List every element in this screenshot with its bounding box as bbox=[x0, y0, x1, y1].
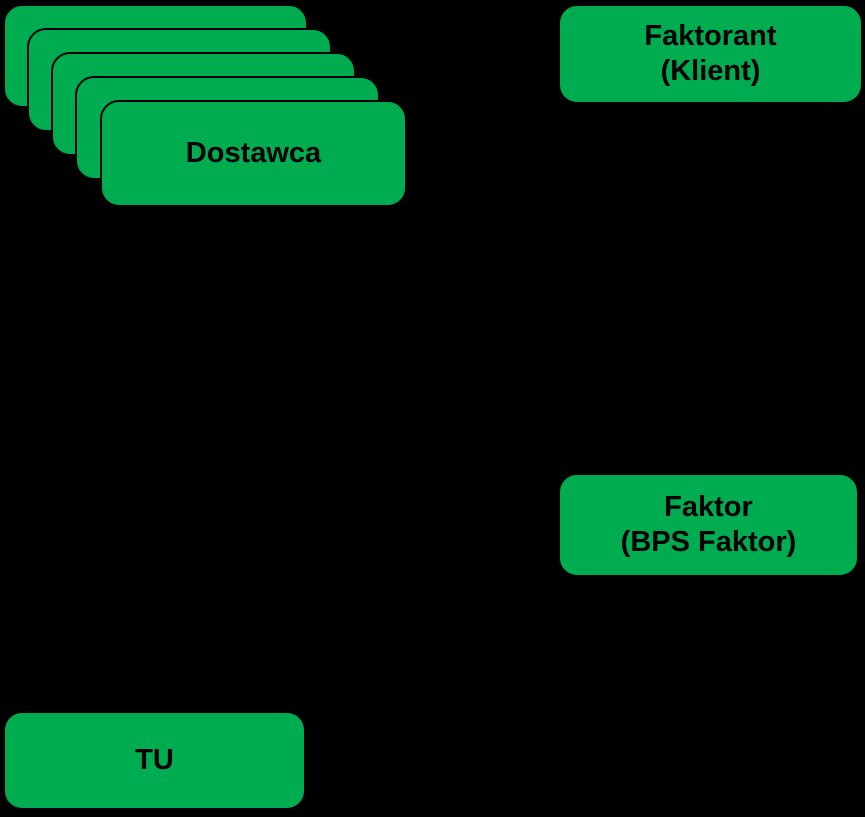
factor-label-line2: (BPS Faktor) bbox=[620, 526, 797, 558]
insurer-label: TU bbox=[135, 744, 174, 776]
factor-label-line1: Faktor bbox=[664, 491, 753, 523]
client-label-line2: (Klient) bbox=[660, 55, 761, 87]
supplier-front-card: Dostawca bbox=[100, 100, 407, 207]
insurer-box: TU bbox=[3, 711, 306, 810]
client-label-line1: Faktorant bbox=[644, 20, 777, 52]
supplier-label: Dostawca bbox=[185, 137, 322, 169]
factor-box: Faktor (BPS Faktor) bbox=[558, 473, 859, 577]
client-box: Faktorant (Klient) bbox=[558, 4, 863, 104]
